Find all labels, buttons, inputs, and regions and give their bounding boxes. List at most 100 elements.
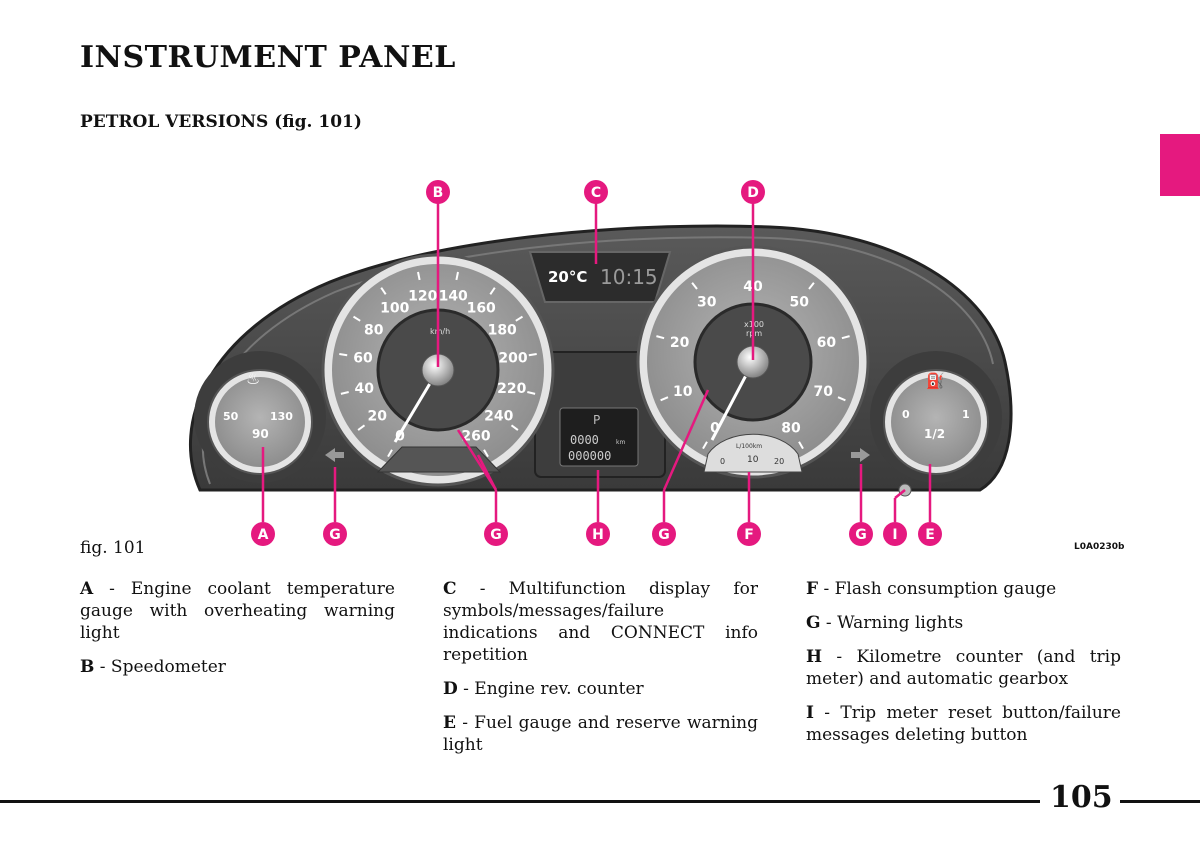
- callout-circle-6: [849, 522, 873, 546]
- display-time: 10:15: [600, 265, 658, 289]
- speedo-tick-8: 160: [467, 300, 496, 316]
- legend-item-h: H - Kilometre counter (and trip meter) a…: [806, 647, 1121, 689]
- speedo-tick-7: 140: [439, 288, 468, 304]
- legend-column-1: A - Engine coolant temperature gauge wit…: [80, 578, 395, 690]
- consumption-gauge-face: [703, 433, 803, 473]
- callout-circle-4: [652, 522, 676, 546]
- legend-column-3: F - Flash consumption gauge G - Warning …: [806, 578, 1121, 758]
- speedo-tick-9: 180: [488, 322, 517, 338]
- odometer-gear: P: [593, 413, 600, 427]
- odometer-screen: [559, 407, 639, 467]
- callout-circle-5: [737, 522, 761, 546]
- callout-circle-8: [918, 522, 942, 546]
- cons-tick-1: 10: [747, 455, 759, 465]
- section-subtitle: PETROL VERSIONS (fig. 101): [80, 112, 362, 132]
- speedometer-unit: km/h: [430, 327, 450, 336]
- trip-digits: 000000: [568, 449, 611, 463]
- speedo-tick-mark-8: [489, 287, 496, 295]
- speedo-tick-mark-13: [483, 449, 489, 458]
- cons-tick-2: 20: [774, 457, 784, 466]
- instrument-panel-illustration: 20°C 10:15 P 0000 km 000000 020406080100…: [188, 180, 1013, 546]
- speedo-tick-mark-7: [455, 271, 459, 281]
- temp-tick-1: 90: [252, 427, 269, 441]
- odometer-unit: km: [616, 439, 625, 446]
- page-number: 105: [1050, 780, 1113, 815]
- figure-code: L0A0230b: [1074, 542, 1125, 552]
- rev-tick-7: 70: [813, 384, 833, 400]
- display-temp: 20°C: [548, 268, 587, 286]
- speedo-tick-mark-12: [510, 424, 519, 431]
- callout-circle-11: [741, 180, 765, 204]
- temp-tick-2: 130: [270, 410, 293, 423]
- speedo-tick-mark-6: [417, 271, 421, 281]
- rev-tick-mark-7: [837, 396, 846, 402]
- rev-tick-mark-2: [656, 335, 665, 340]
- callout-label-3: H: [592, 527, 604, 543]
- coolant-warning-icon: ♨: [246, 369, 260, 388]
- rev-tick-mark-0: [702, 441, 708, 450]
- speedo-tick-mark-4: [352, 315, 361, 322]
- speedo-tick-0: 0: [395, 429, 405, 445]
- callout-circle-2: [484, 522, 508, 546]
- rev-tick-mark-1: [660, 396, 669, 402]
- legend-item-c: C - Multifunction display for symbols/me…: [443, 579, 758, 665]
- rev-tick-mark-6: [841, 335, 850, 340]
- callout-label-10: C: [591, 185, 601, 201]
- speedo-tick-mark-5: [380, 287, 387, 295]
- fuel-pump-icon: ⛽: [926, 372, 945, 390]
- callout-circle-10: [584, 180, 608, 204]
- odometer-digits: 0000: [570, 433, 599, 447]
- speedo-tick-4: 80: [364, 322, 384, 338]
- legend-column-2: C - Multifunction display for symbols/me…: [443, 578, 758, 768]
- speedo-tick-mark-2: [340, 391, 349, 395]
- rev-tick-mark-5: [808, 282, 815, 290]
- chapter-tab-marker: [1160, 134, 1200, 196]
- rev-tick-mark-8: [798, 441, 804, 450]
- legend-item-g: G - Warning lights: [806, 613, 964, 633]
- speedo-tick-6: 120: [408, 288, 437, 304]
- speedo-tick-3: 60: [353, 351, 373, 367]
- speedo-tick-1: 20: [367, 409, 387, 425]
- rev-tick-3: 30: [697, 295, 717, 311]
- coolant-temperature-gauge: 50 90 130 ♨: [194, 351, 326, 483]
- cons-tick-0: 0: [720, 457, 725, 466]
- callout-circle-0: [251, 522, 275, 546]
- callout-circle-9: [426, 180, 450, 204]
- callout-label-1: G: [329, 527, 341, 543]
- rev-tick-0: 0: [710, 421, 720, 437]
- callout-circle-7: [883, 522, 907, 546]
- legend-item-b: B - Speedometer: [80, 657, 226, 677]
- speedo-tick-10: 200: [498, 351, 527, 367]
- speedo-tick-5: 100: [380, 300, 409, 316]
- consumption-unit: L/100km: [736, 443, 762, 450]
- speedo-tick-mark-1: [357, 424, 366, 431]
- callout-label-0: A: [258, 527, 269, 543]
- legend-item-d: D - Engine rev. counter: [443, 679, 644, 699]
- speedo-tick-mark-10: [528, 353, 537, 357]
- callout-label-4: G: [658, 527, 670, 543]
- right-turn-indicator: [851, 448, 870, 462]
- callout-circle-3: [586, 522, 610, 546]
- callout-label-6: G: [855, 527, 867, 543]
- callout-label-2: G: [490, 527, 502, 543]
- left-turn-indicator: [325, 448, 344, 462]
- page-title: INSTRUMENT PANEL: [80, 40, 456, 75]
- rev-tick-2: 20: [670, 335, 690, 351]
- callout-label-9: B: [433, 185, 444, 201]
- callout-leaders: [261, 202, 932, 522]
- rev-tick-8: 80: [781, 421, 801, 437]
- rev-tick-1: 10: [673, 384, 693, 400]
- callout-label-5: F: [744, 527, 754, 543]
- callout-label-8: E: [925, 527, 935, 543]
- speedo-tick-mark-11: [527, 391, 536, 395]
- speedo-tick-mark-0: [387, 449, 393, 458]
- footer-rule-right: [1120, 800, 1200, 803]
- fuel-tick-2: 1: [962, 408, 970, 421]
- speedo-tick-2: 40: [354, 381, 374, 397]
- rev-tick-6: 60: [817, 335, 837, 351]
- speedo-tick-11: 220: [497, 381, 526, 397]
